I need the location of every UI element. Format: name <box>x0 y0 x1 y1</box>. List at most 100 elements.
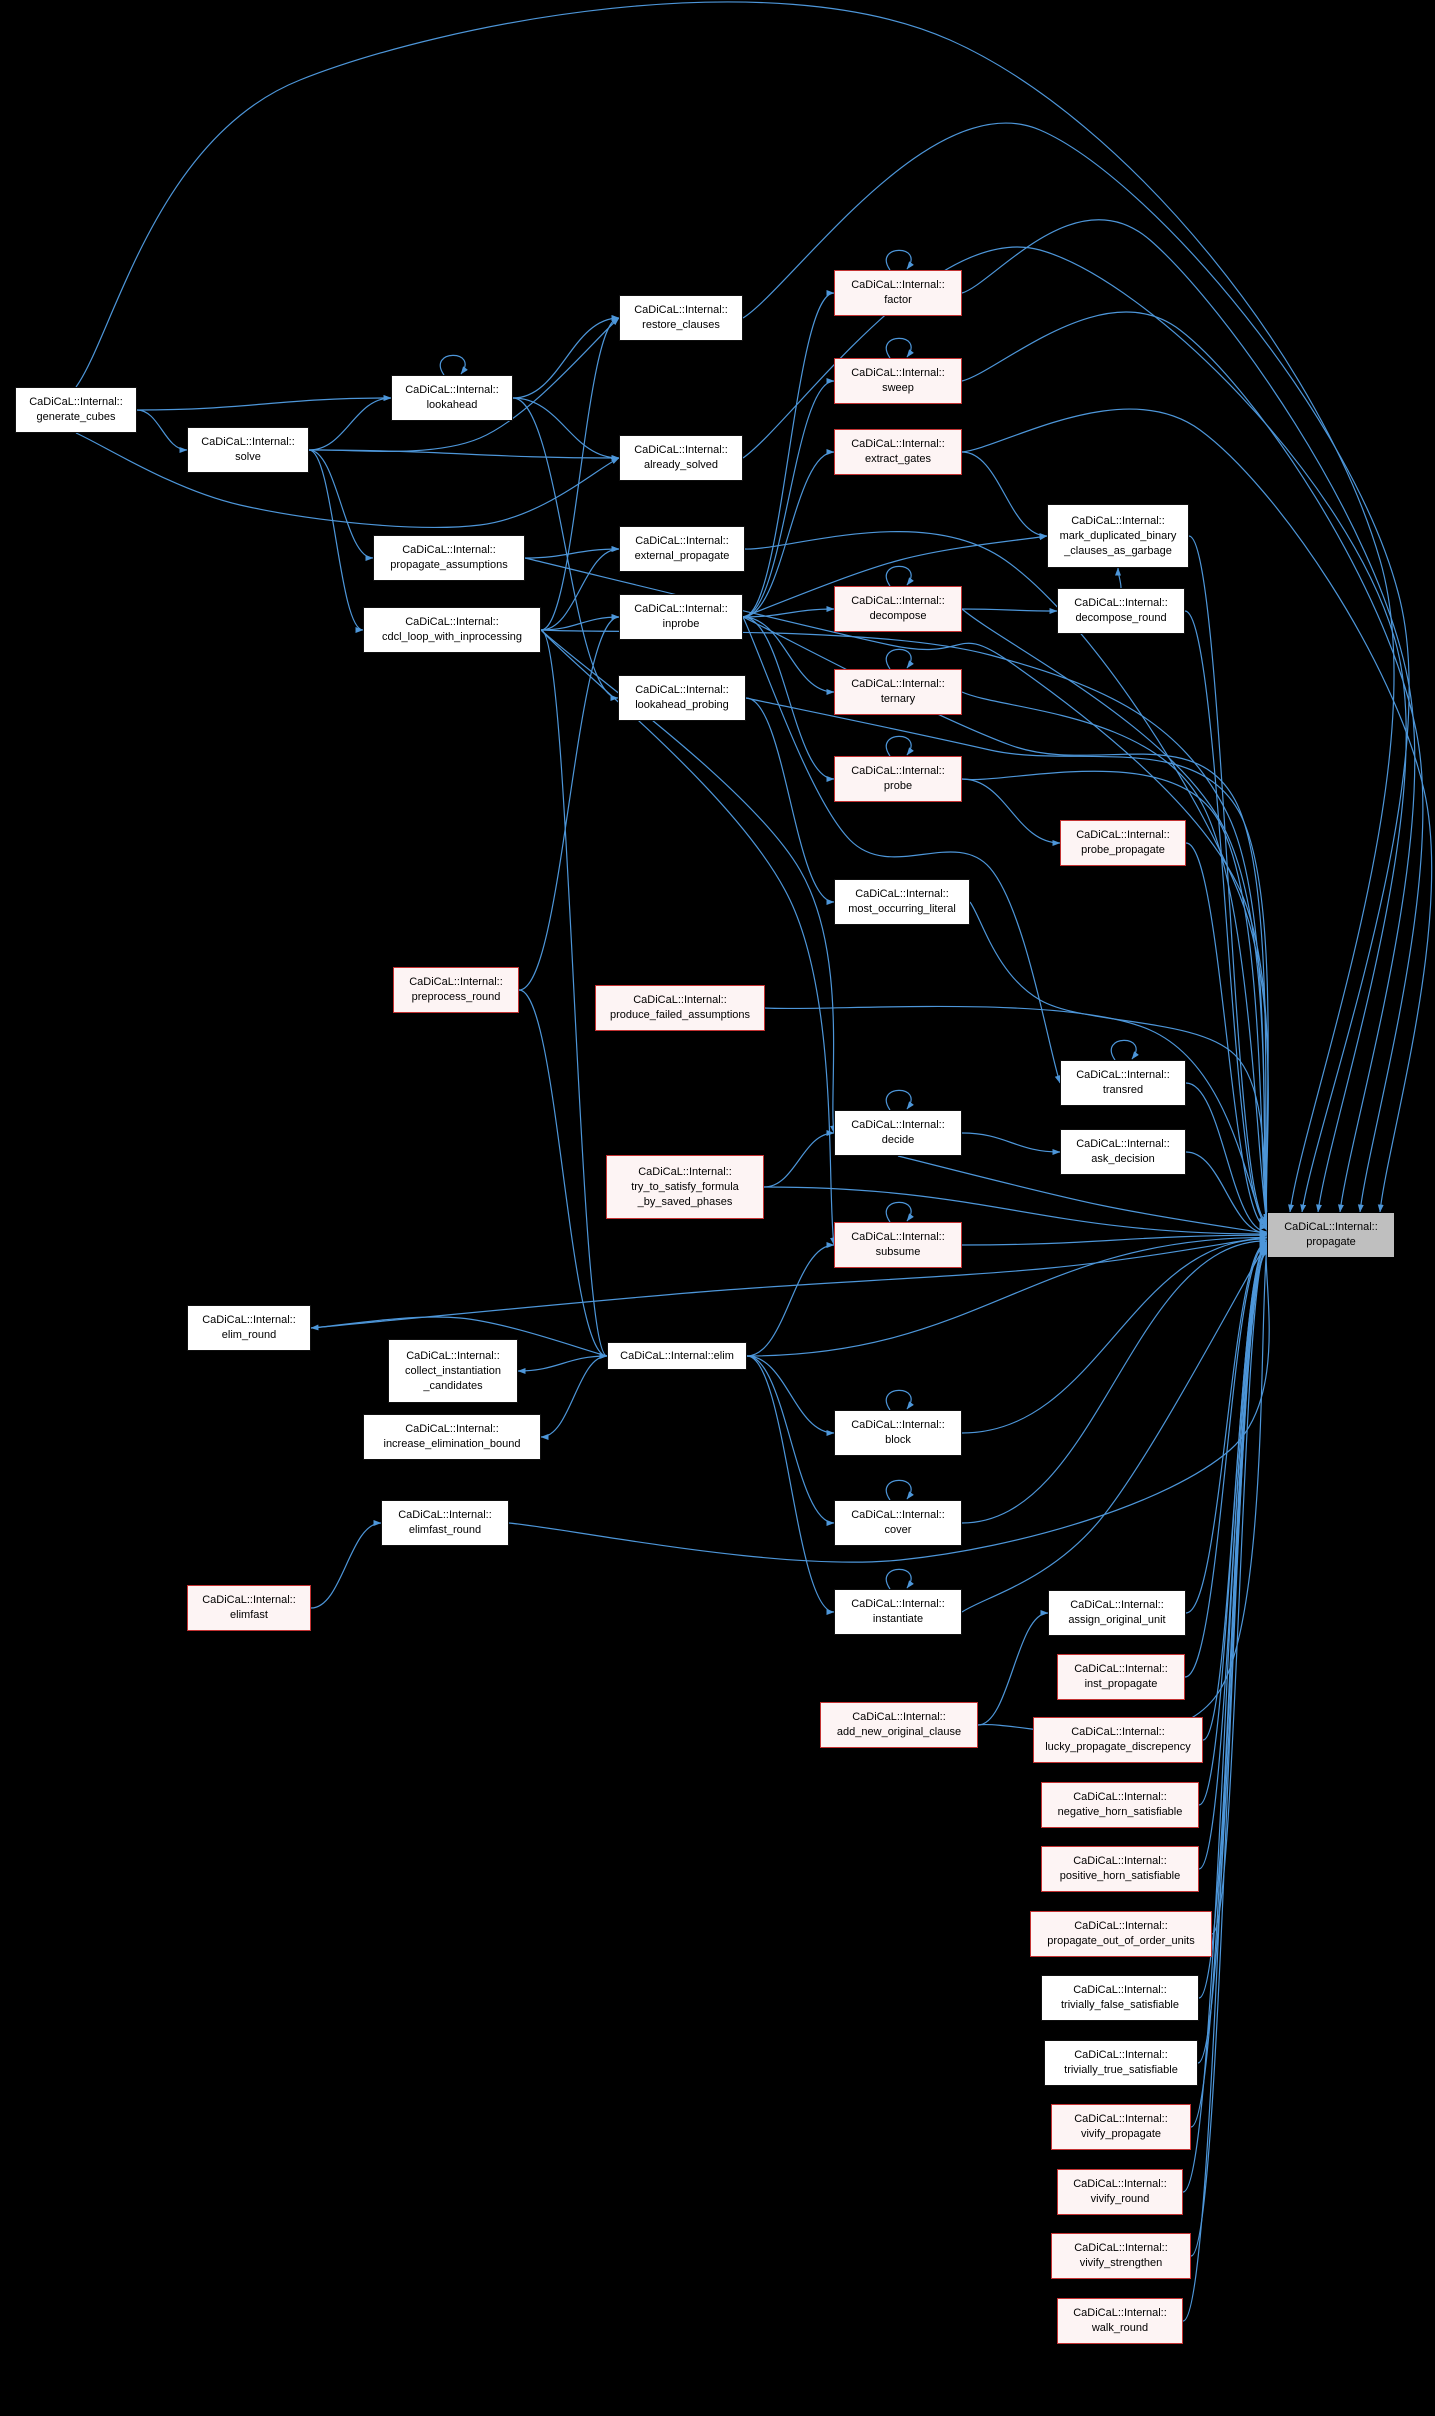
node-label-line: CaDiCaL::Internal:: <box>1073 2307 1167 2319</box>
call-edge-cdcl_loop_with_inprocessing-to-external_propagate <box>540 546 620 631</box>
graph-node-elimfast[interactable]: CaDiCaL::Internal::elimfast <box>187 1585 311 1631</box>
node-label-line: CaDiCaL::Internal:: <box>633 994 727 1006</box>
node-label-line: CaDiCaL::Internal:: <box>1074 2113 1168 2125</box>
graph-node-probe_propagate[interactable]: CaDiCaL::Internal::probe_propagate <box>1060 820 1186 866</box>
graph-node-ternary[interactable]: CaDiCaL::Internal::ternary <box>834 669 962 715</box>
graph-node-subsume[interactable]: CaDiCaL::Internal::subsume <box>834 1222 962 1268</box>
graph-node-increase_elimination_bound[interactable]: CaDiCaL::Internal::increase_elimination_… <box>363 1414 541 1460</box>
node-label-line: increase_elimination_bound <box>383 1438 521 1450</box>
call-edge-decide-to-ask_decision <box>961 1132 1061 1155</box>
call-edge-inprobe-to-probe <box>742 616 835 782</box>
graph-node-propagate_assumptions[interactable]: CaDiCaL::Internal::propagate_assumptions <box>373 535 525 581</box>
call-edge-solve-to-lookahead <box>308 395 392 451</box>
graph-node-elimfast_round[interactable]: CaDiCaL::Internal::elimfast_round <box>381 1500 509 1546</box>
graph-node-decompose[interactable]: CaDiCaL::Internal::decompose <box>834 586 962 632</box>
node-label-line: CaDiCaL::Internal:: <box>638 1165 732 1178</box>
graph-node-lucky_propagate_discrepency[interactable]: CaDiCaL::Internal::lucky_propagate_discr… <box>1033 1717 1203 1763</box>
call-edge-propagate_assumptions-to-external_propagate <box>524 546 620 559</box>
node-label-line: CaDiCaL::Internal::elim <box>620 1349 734 1362</box>
graph-node-cover[interactable]: CaDiCaL::Internal::cover <box>834 1500 962 1546</box>
graph-node-transred[interactable]: CaDiCaL::Internal::transred <box>1060 1060 1186 1106</box>
call-edge-inprobe-to-sweep <box>742 378 835 618</box>
graph-node-produce_failed_assumptions[interactable]: CaDiCaL::Internal::produce_failed_assump… <box>595 985 765 1031</box>
node-label-line: CaDiCaL::Internal:: <box>635 684 729 696</box>
call-edge-vivify_propagate-to-propagate <box>1190 1250 1268 2128</box>
graph-node-vivify_propagate[interactable]: CaDiCaL::Internal::vivify_propagate <box>1051 2104 1191 2150</box>
graph-node-add_new_original_clause[interactable]: CaDiCaL::Internal::add_new_original_clau… <box>820 1702 978 1748</box>
graph-node-most_occurring_literal[interactable]: CaDiCaL::Internal::most_occurring_litera… <box>834 879 970 925</box>
node-label-line: lookahead <box>426 399 478 411</box>
call-edge-sweep-to-propagate <box>961 311 1424 1213</box>
call-edge-inst_propagate-to-propagate <box>1184 1240 1268 1678</box>
graph-node-inst_propagate[interactable]: CaDiCaL::Internal::inst_propagate <box>1057 1654 1185 1700</box>
node-label-line: _by_saved_phases <box>637 1195 733 1208</box>
graph-node-probe[interactable]: CaDiCaL::Internal::probe <box>834 756 962 802</box>
node-label-line: inprobe <box>662 618 700 630</box>
call-edge-sweep-to-sweep <box>885 337 914 359</box>
node-label-line: solve <box>235 451 261 463</box>
graph-node-decide[interactable]: CaDiCaL::Internal::decide <box>834 1110 962 1156</box>
graph-node-lookahead[interactable]: CaDiCaL::Internal::lookahead <box>391 375 513 421</box>
graph-node-cdcl_loop_with_inprocessing[interactable]: CaDiCaL::Internal::cdcl_loop_with_inproc… <box>363 607 541 653</box>
node-label-line: _clauses_as_garbage <box>1064 544 1172 557</box>
node-label-line: elimfast <box>230 1609 268 1621</box>
node-label-line: elimfast_round <box>408 1524 482 1536</box>
graph-node-block[interactable]: CaDiCaL::Internal::block <box>834 1410 962 1456</box>
node-label-line: trivially_false_satisfiable <box>1061 1999 1179 2011</box>
graph-node-vivify_round[interactable]: CaDiCaL::Internal::vivify_round <box>1057 2169 1183 2215</box>
call-edge-preprocess_round-to-elim <box>518 989 608 1359</box>
graph-node-sweep[interactable]: CaDiCaL::Internal::sweep <box>834 358 962 404</box>
graph-node-negative_horn_satisfiable[interactable]: CaDiCaL::Internal::negative_horn_satisfi… <box>1041 1782 1199 1828</box>
node-label-line: most_occurring_literal <box>848 903 956 915</box>
call-edge-instantiate-to-instantiate <box>885 1568 914 1590</box>
graph-node-propagate_out_of_order_units[interactable]: CaDiCaL::Internal::propagate_out_of_orde… <box>1030 1911 1212 1957</box>
graph-node-assign_original_unit[interactable]: CaDiCaL::Internal::assign_original_unit <box>1048 1590 1186 1636</box>
graph-node-preprocess_round[interactable]: CaDiCaL::Internal::preprocess_round <box>393 967 519 1013</box>
graph-node-try_to_satisfy_formula_by_saved_phases[interactable]: CaDiCaL::Internal::try_to_satisfy_formul… <box>606 1155 764 1219</box>
call-edge-factor-to-propagate <box>961 219 1416 1213</box>
graph-node-trivially_true_satisfiable[interactable]: CaDiCaL::Internal::trivially_true_satisf… <box>1044 2040 1198 2086</box>
node-label-line: produce_failed_assumptions <box>609 1009 751 1021</box>
graph-node-generate_cubes[interactable]: CaDiCaL::Internal::generate_cubes <box>15 387 137 433</box>
graph-node-factor[interactable]: CaDiCaL::Internal::factor <box>834 270 962 316</box>
call-edge-solve-to-propagate_assumptions <box>308 449 374 561</box>
call-edge-generate_cubes-to-already_solved <box>75 432 620 528</box>
call-edge-external_propagate-to-propagate <box>744 531 1270 1222</box>
call-edge-transred-to-transred <box>1110 1039 1139 1061</box>
graph-node-instantiate[interactable]: CaDiCaL::Internal::instantiate <box>834 1589 962 1635</box>
node-label-line: propagate <box>1306 1236 1356 1248</box>
graph-node-lookahead_probing[interactable]: CaDiCaL::Internal::lookahead_probing <box>618 675 746 721</box>
graph-node-solve[interactable]: CaDiCaL::Internal::solve <box>187 427 309 473</box>
call-edge-elim-to-subsume <box>746 1242 835 1357</box>
node-label-line: CaDiCaL::Internal:: <box>851 1419 945 1431</box>
graph-node-collect_instantiation_candidates[interactable]: CaDiCaL::Internal::collect_instantiation… <box>388 1339 518 1403</box>
graph-node-elim[interactable]: CaDiCaL::Internal::elim <box>607 1342 747 1370</box>
graph-node-extract_gates[interactable]: CaDiCaL::Internal::extract_gates <box>834 429 962 475</box>
node-label-line: CaDiCaL::Internal:: <box>851 438 945 450</box>
node-label-line: external_propagate <box>634 550 730 562</box>
node-label-line: CaDiCaL::Internal:: <box>405 384 499 396</box>
call-edge-block-to-propagate <box>961 1235 1268 1434</box>
node-label-line: inst_propagate <box>1084 1678 1158 1690</box>
graph-node-propagate: CaDiCaL::Internal::propagate <box>1267 1212 1395 1258</box>
graph-node-already_solved[interactable]: CaDiCaL::Internal::already_solved <box>619 435 743 481</box>
node-label-line: CaDiCaL::Internal:: <box>851 367 945 379</box>
graph-node-external_propagate[interactable]: CaDiCaL::Internal::external_propagate <box>619 526 745 572</box>
call-edge-propagate_out_of_order_units-to-propagate <box>1211 1246 1268 1935</box>
node-label-line: collect_instantiation <box>404 1364 501 1377</box>
call-edge-elim-to-increase_elimination_bound <box>540 1355 608 1440</box>
graph-node-ask_decision[interactable]: CaDiCaL::Internal::ask_decision <box>1060 1129 1186 1175</box>
graph-node-trivially_false_satisfiable[interactable]: CaDiCaL::Internal::trivially_false_satis… <box>1041 1975 1199 2021</box>
graph-node-walk_round[interactable]: CaDiCaL::Internal::walk_round <box>1057 2298 1183 2344</box>
node-label-line: vivify_round <box>1090 2193 1150 2205</box>
node-label-line: trivially_true_satisfiable <box>1064 2064 1178 2076</box>
graph-node-mark_duplicated_binary_clauses_as_garbage[interactable]: CaDiCaL::Internal::mark_duplicated_binar… <box>1047 504 1189 568</box>
graph-node-positive_horn_satisfiable[interactable]: CaDiCaL::Internal::positive_horn_satisfi… <box>1041 1846 1199 1892</box>
node-label-line: lookahead_probing <box>635 699 729 711</box>
graph-node-restore_clauses[interactable]: CaDiCaL::Internal::restore_clauses <box>619 295 743 341</box>
graph-node-decompose_round[interactable]: CaDiCaL::Internal::decompose_round <box>1057 588 1185 634</box>
graph-node-inprobe[interactable]: CaDiCaL::Internal::inprobe <box>619 594 743 640</box>
node-label-line: CaDiCaL::Internal:: <box>1074 1663 1168 1675</box>
graph-node-vivify_strengthen[interactable]: CaDiCaL::Internal::vivify_strengthen <box>1051 2233 1191 2279</box>
graph-node-elim_round[interactable]: CaDiCaL::Internal::elim_round <box>187 1305 311 1351</box>
